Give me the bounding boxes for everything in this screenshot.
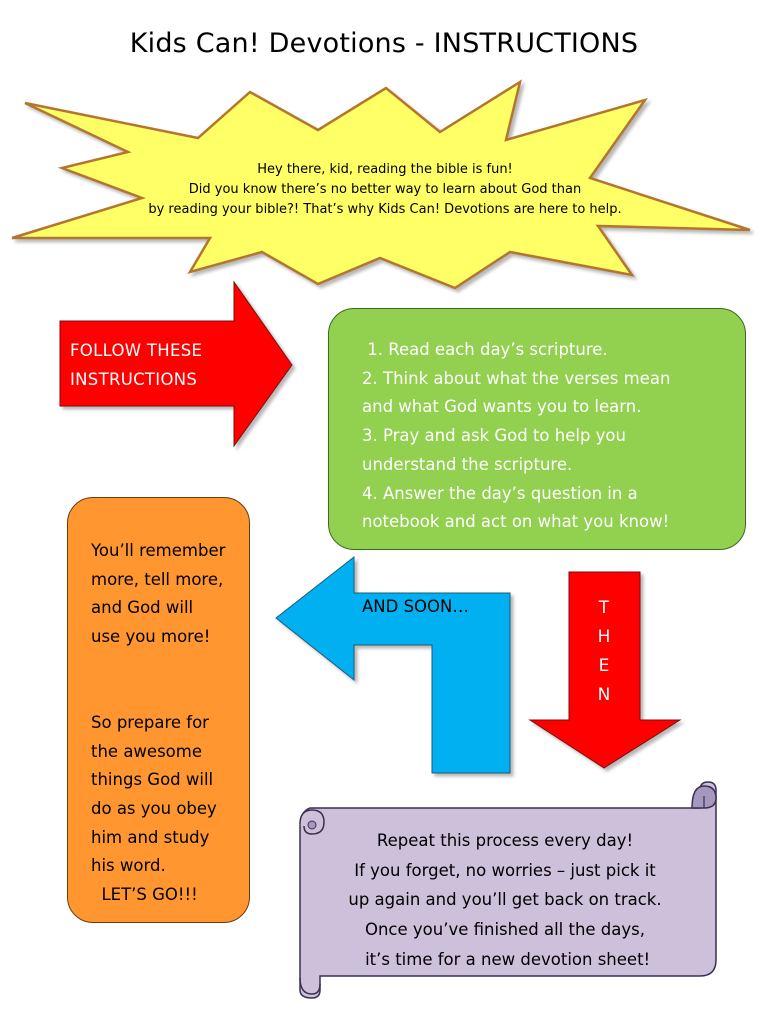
result-line: more, tell more,: [91, 569, 224, 589]
and-soon-arrow: [275, 555, 511, 774]
intro-line: Hey there, kid, reading the bible is fun…: [257, 162, 513, 177]
steps-list: 1. Read each day’s scripture. 2. Think a…: [362, 336, 742, 537]
result-line: So prepare for: [91, 712, 209, 732]
then-arrow: [528, 571, 682, 769]
explosion-burst: [11, 79, 751, 290]
result-line: and God will: [91, 598, 194, 618]
step-line: 4. Answer the day’s question in a: [362, 483, 638, 503]
intro-text: Hey there, kid, reading the bible is fun…: [120, 160, 650, 220]
step-line: 1. Read each day’s scripture.: [362, 340, 608, 359]
scroll-banner: [299, 781, 717, 999]
result-line: use you more!: [91, 627, 211, 647]
result-line: him and study: [91, 827, 210, 847]
repeat-line: Repeat this process every day!: [376, 831, 634, 850]
steps-box: [328, 308, 746, 550]
step-line: notebook and act on what you know!: [362, 512, 670, 532]
then-letter: H: [597, 627, 611, 647]
result-line: do as you obey: [91, 798, 217, 818]
intro-line: by reading your bible?! That’s why Kids …: [148, 202, 622, 217]
result-line: You’ll remember: [91, 541, 226, 560]
follow-line: INSTRUCTIONS: [70, 370, 198, 389]
step-line: understand the scripture.: [362, 454, 573, 474]
repeat-line: it’s time for a new devotion sheet!: [359, 949, 651, 969]
result-text: You’ll remember more, tell more, and God…: [91, 537, 251, 910]
follow-line: FOLLOW THESE: [70, 341, 203, 360]
repeat-line: up again and you’ll get back on track.: [348, 890, 662, 910]
and-soon-label: AND SOON…: [362, 597, 469, 616]
follow-arrow: [59, 280, 293, 448]
result-line: his word.: [91, 856, 166, 876]
intro-line: Did you know there’s no better way to le…: [188, 182, 582, 197]
result-box: [67, 497, 250, 923]
repeat-line: If you forget, no worries – just pick it: [354, 860, 656, 880]
then-letter: N: [597, 685, 611, 705]
result-line: things God will: [91, 770, 214, 790]
step-line: 2. Think about what the verses mean: [362, 368, 671, 388]
lets-go-line: LET’S GO!!!: [91, 885, 198, 905]
then-label: T H E N: [590, 594, 618, 710]
repeat-text: Repeat this process every day! If you fo…: [300, 826, 710, 975]
then-letter: E: [598, 656, 610, 676]
step-line: 3. Pray and ask God to help you: [362, 426, 626, 446]
then-letter: T: [598, 598, 610, 618]
follow-instructions-label: FOLLOW THESE INSTRUCTIONS: [70, 336, 270, 394]
page-title: Kids Can! Devotions - INSTRUCTIONS: [129, 28, 639, 59]
step-line: and what God wants you to learn.: [362, 397, 642, 417]
result-line: the awesome: [91, 741, 202, 761]
repeat-line: Once you’ve finished all the days,: [364, 920, 646, 940]
